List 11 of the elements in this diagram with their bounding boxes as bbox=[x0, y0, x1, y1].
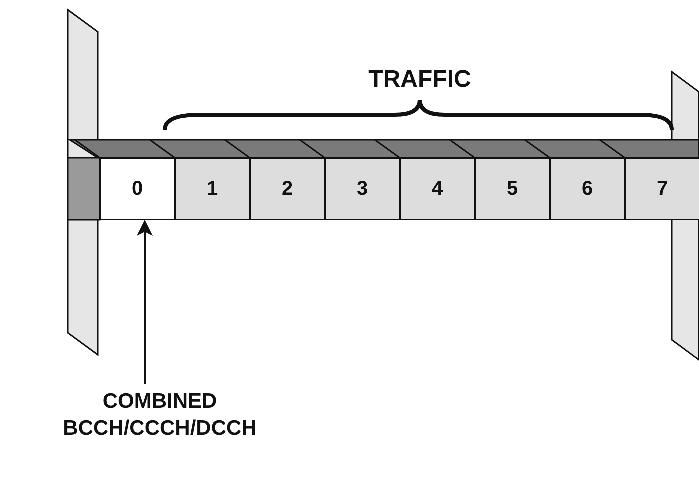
time-slot: 1 bbox=[175, 158, 250, 220]
time-slot: 4 bbox=[400, 158, 475, 220]
time-slot: 7 bbox=[625, 158, 699, 220]
group-label: TRAFFIC bbox=[368, 66, 472, 94]
time-slot: 0 bbox=[100, 158, 175, 220]
time-slot: 5 bbox=[475, 158, 550, 220]
channel-label: COMBINED BCCH/CCCH/DCCH bbox=[20, 388, 300, 442]
time-slot: 6 bbox=[550, 158, 625, 220]
time-slot: 2 bbox=[250, 158, 325, 220]
arrow bbox=[137, 220, 153, 384]
time-slot: 3 bbox=[325, 158, 400, 220]
